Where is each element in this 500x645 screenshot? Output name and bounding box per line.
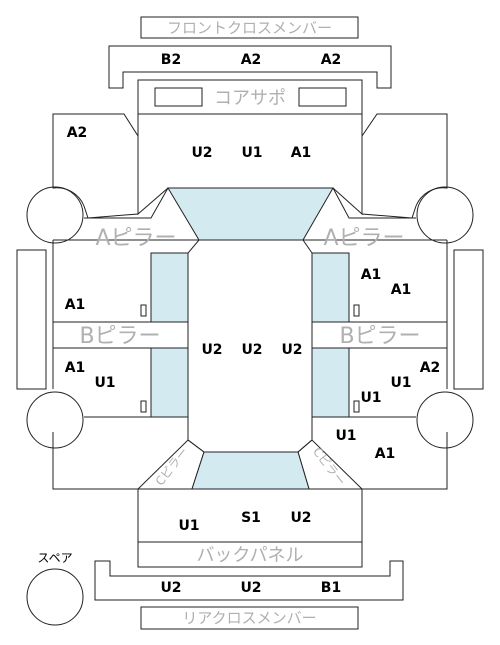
- rear-wheel-right: [416, 391, 474, 449]
- rear-cross-member-label: リアクロスメンバー: [182, 609, 316, 627]
- spare-label: スペア: [37, 551, 72, 565]
- windshield: [167, 187, 334, 241]
- trunk-grade-3: U2: [290, 510, 311, 526]
- door-handle-rear-left: [140, 400, 147, 413]
- back-panel: バックパネル: [137, 541, 363, 568]
- rear-door-right-grade-2: U1: [360, 390, 381, 406]
- b-pillar-right: [312, 321, 447, 349]
- front-cross-member-grade-2: A2: [241, 52, 262, 68]
- spare-tire: スペア: [26, 551, 84, 626]
- rear-cross-member-grade-3: B1: [321, 580, 341, 596]
- front-cross-member-grade-1: B2: [161, 52, 181, 68]
- rear-door-right-grade-1: U1: [390, 375, 411, 391]
- hood-grade-3: A1: [291, 145, 312, 161]
- body-right-side: [362, 240, 448, 490]
- rear-door-left-grade-1: A1: [65, 360, 86, 376]
- front-cross-member-frame: [108, 45, 392, 89]
- hood-grade-2: U1: [241, 145, 262, 161]
- front-door-left-grade: A1: [65, 297, 86, 313]
- a-pillar-right-label: Aピラー: [323, 226, 404, 251]
- front-door-right-grade-1: A1: [361, 267, 382, 283]
- front-wheel-right: [416, 186, 474, 244]
- front-cross-member-grade-3: A2: [321, 52, 342, 68]
- roof-grade-1: U2: [201, 342, 222, 358]
- front-wheel-left: [26, 186, 84, 244]
- b-pillar-right-label: Bピラー: [339, 324, 420, 349]
- back-panel-label: バックパネル: [196, 545, 303, 566]
- front-fender-right: [361, 113, 448, 219]
- rear-window-left: [150, 347, 189, 418]
- front-fender-left-grade: A2: [67, 125, 88, 141]
- headlight-right: [298, 87, 347, 107]
- side-skirt-left: [16, 249, 47, 390]
- roof-grade-3: U2: [281, 342, 302, 358]
- rear-cross-member-grade-2: U2: [240, 580, 261, 596]
- hood-grade-1: U2: [191, 145, 212, 161]
- door-handle-front-left: [140, 304, 147, 317]
- front-fender-left: [52, 113, 139, 219]
- quarter-right-grade-2: A1: [375, 446, 396, 462]
- headlight-left: [154, 87, 203, 107]
- c-pillar-right-label: Cピラー: [310, 445, 348, 489]
- door-handle-rear-right: [353, 400, 360, 413]
- a-pillar-left-label: Aピラー: [95, 226, 176, 251]
- quarter-right-grade-1: U1: [335, 428, 356, 444]
- front-cross-member: フロントクロスメンバー B2 A2 A2: [108, 16, 392, 89]
- c-pillar-left-label: Cピラー: [153, 445, 191, 489]
- trunk-grade-2: S1: [241, 510, 261, 526]
- rear-cross-member: U2 U2 B1 リアクロスメンバー: [94, 560, 404, 630]
- trunk-grade-1: U1: [178, 518, 199, 534]
- core-support-label: コアサポ: [214, 88, 286, 109]
- rear-window-right: [311, 347, 350, 418]
- trunk: U1 S1 U2: [137, 488, 363, 543]
- b-pillar-left-label: Bピラー: [79, 324, 160, 349]
- front-window-left: [150, 252, 189, 323]
- front-window-right: [311, 252, 350, 323]
- body-left-side: [52, 240, 138, 490]
- rear-window: [191, 451, 310, 490]
- rear-fender-right-grade: A2: [420, 360, 441, 376]
- rear-cross-member-frame: [94, 560, 404, 601]
- a-pillar-left-line: [53, 187, 199, 241]
- spare-tire-circle: [26, 568, 84, 626]
- b-pillar-left: [53, 321, 188, 349]
- rear-wheel-left: [26, 391, 84, 449]
- core-support: コアサポ: [137, 79, 363, 115]
- a-pillar-right-line: [303, 187, 447, 241]
- roof-grade-2: U2: [241, 342, 262, 358]
- rear-cross-member-grade-1: U2: [160, 580, 181, 596]
- c-pillar-right: Cピラー: [297, 439, 364, 490]
- front-door-right-grade-2: A1: [391, 282, 412, 298]
- door-handle-front-right: [353, 304, 360, 317]
- front-cross-member-label: フロントクロスメンバー: [167, 19, 332, 37]
- rear-door-left-grade-2: U1: [94, 375, 115, 391]
- side-skirt-right: [453, 249, 484, 390]
